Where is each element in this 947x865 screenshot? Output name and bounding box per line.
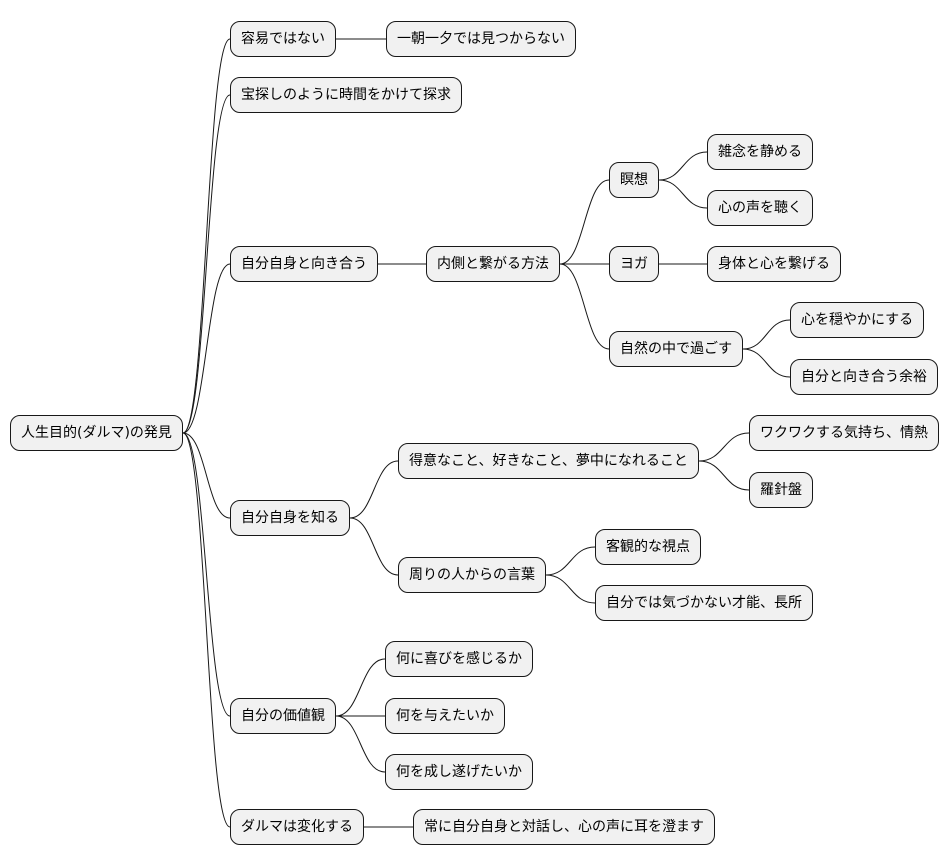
node-hidden-talents: 自分では気づかない才能、長所 — [595, 585, 813, 621]
node-connect-body-mind: 身体と心を繋げる — [707, 246, 841, 282]
node-calm-heart: 心を穏やかにする — [790, 302, 925, 338]
node-yoga: ヨガ — [609, 246, 659, 282]
node-excitement-passion: ワクワクする気持ち、情熱 — [749, 415, 939, 451]
connector-line — [182, 432, 231, 519]
node-time-in-nature: 自然の中で過ごす — [609, 331, 744, 367]
node-not-overnight: 一朝一夕では見つからない — [386, 21, 576, 57]
node-inner-dialogue: 常に自分自身と対話し、心の声に耳を澄ます — [413, 809, 715, 845]
node-inner-connection-methods: 内側と繋がる方法 — [426, 246, 560, 282]
connector-line — [658, 151, 708, 181]
connector-line — [182, 432, 231, 717]
connector-line — [545, 574, 596, 604]
connector-line — [349, 517, 399, 576]
node-meditation: 瞑想 — [609, 162, 659, 198]
node-room-to-reflect: 自分と向き合う余裕 — [790, 359, 938, 395]
node-objective-view: 客観的な視点 — [595, 529, 701, 565]
connector-line — [182, 432, 231, 828]
node-words-from-others: 周りの人からの言葉 — [398, 557, 546, 593]
connector-line — [658, 179, 708, 209]
connector-line — [182, 38, 231, 434]
connector-line — [559, 179, 610, 265]
connector-line — [559, 263, 610, 350]
connector-line — [698, 432, 750, 462]
branch-not-easy: 容易ではない — [230, 21, 336, 57]
branch-know-yourself: 自分自身を知る — [230, 500, 350, 536]
branch-dharma-changes: ダルマは変化する — [230, 809, 364, 845]
node-listen-heart: 心の声を聴く — [707, 190, 813, 226]
node-what-brings-joy: 何に喜びを感じるか — [385, 641, 533, 677]
branch-values: 自分の価値観 — [230, 698, 336, 734]
connector-line — [742, 348, 791, 378]
connector-line — [349, 460, 399, 519]
connector-line — [182, 94, 231, 434]
branch-face-yourself: 自分自身と向き合う — [230, 246, 378, 282]
connector-line — [335, 715, 386, 773]
connector-line — [335, 658, 386, 717]
node-calm-thoughts: 雑念を静める — [707, 134, 813, 170]
node-what-to-achieve: 何を成し遂げたいか — [385, 754, 533, 790]
node-what-to-give: 何を与えたいか — [385, 698, 505, 734]
node-compass: 羅針盤 — [749, 472, 813, 508]
node-strengths-passions: 得意なこと、好きなこと、夢中になれること — [398, 443, 699, 479]
connector-line — [698, 460, 750, 491]
root-node: 人生目的(ダルマ)の発見 — [10, 415, 183, 451]
branch-treasure-hunt: 宝探しのように時間をかけて探求 — [230, 77, 462, 113]
connector-line — [742, 319, 791, 350]
connector-line — [182, 263, 231, 434]
connector-line — [545, 546, 596, 576]
